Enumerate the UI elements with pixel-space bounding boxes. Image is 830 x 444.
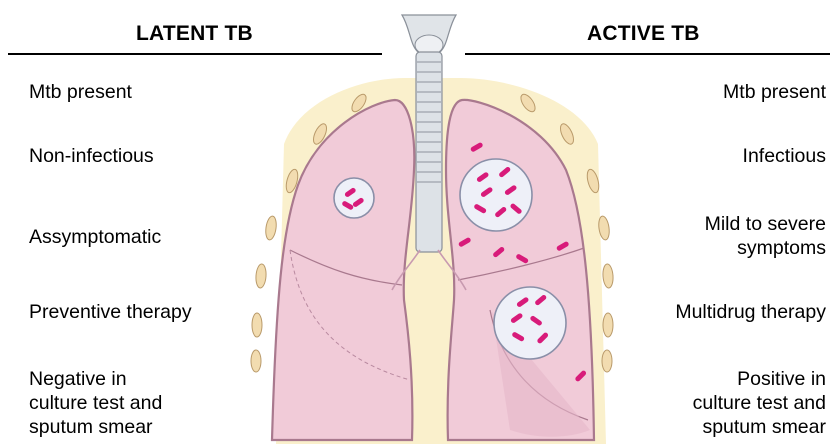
active-granuloma-upper (460, 159, 532, 231)
active-granuloma-lower (494, 287, 566, 359)
latent-granuloma (334, 178, 374, 218)
